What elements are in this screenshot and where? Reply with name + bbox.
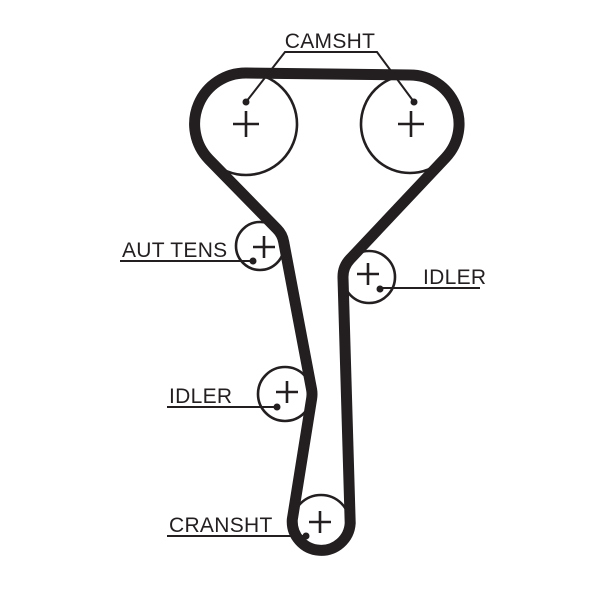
label-tensioner: AUT TENS [122,239,227,262]
camshaft-left-leader-dot [242,98,250,106]
idler-left-center-cross [276,381,298,403]
tensioner-center-cross [253,236,275,258]
camshaft-left-center-cross [233,111,259,137]
label-crankshaft: CRANSHT [169,514,273,537]
idler-left-leader-dot [273,403,281,411]
timing-belt [189,67,465,556]
idler-right-leader-dot [376,285,384,293]
label-idler-left: IDLER [169,385,232,408]
label-idler-right: IDLER [423,266,486,289]
crankshaft-leader-dot [302,532,310,540]
label-camshaft: CAMSHT [285,30,375,53]
idler-right-center-cross [357,263,379,285]
crankshaft-center-cross [309,511,331,533]
camshaft-right-center-cross [398,111,424,137]
camshaft-leader-bracket [245,51,415,103]
camshaft-right-leader-dot [410,98,418,106]
tensioner-leader-dot [249,257,257,265]
